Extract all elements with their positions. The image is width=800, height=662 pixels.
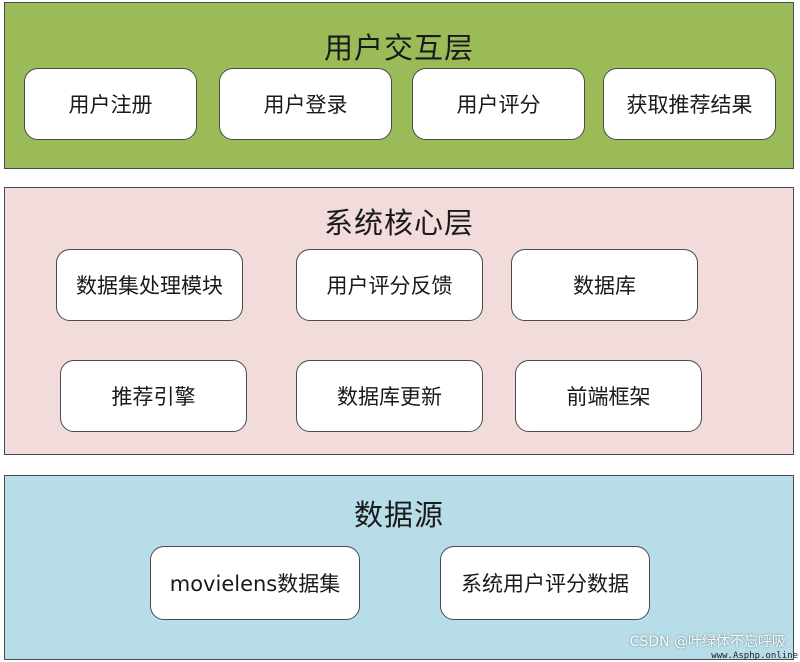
box-dataset-processing-module: 数据集处理模块 [56,249,243,321]
box-user-rating: 用户评分 [412,68,585,140]
site-watermark: www.Asphp.online [711,651,798,661]
box-database: 数据库 [511,249,698,321]
layer-title-data-source: 数据源 [353,498,444,532]
box-user-rating-feedback: 用户评分反馈 [296,249,483,321]
box-database-update: 数据库更新 [296,360,483,432]
data-source-layer: 数据源 movielens数据集 系统用户评分数据 [4,475,794,660]
csdn-watermark: CSDN @叶绿体不忘呼吸 [629,634,786,650]
box-user-login: 用户登录 [219,68,392,140]
layer-title-system-core: 系统核心层 [323,206,474,240]
user-interaction-layer: 用户交互层 用户注册 用户登录 用户评分 获取推荐结果 [4,2,794,169]
system-core-layer: 系统核心层 数据集处理模块 用户评分反馈 数据库 推荐引擎 数据库更新 前端框架 [4,187,794,455]
box-recommendation-engine: 推荐引擎 [60,360,247,432]
box-movielens-dataset: movielens数据集 [150,546,360,620]
box-system-user-rating-data: 系统用户评分数据 [440,546,650,620]
box-get-recommendations: 获取推荐结果 [603,68,776,140]
layer-title-user-interaction: 用户交互层 [323,31,474,65]
box-frontend-framework: 前端框架 [515,360,702,432]
box-user-register: 用户注册 [24,68,197,140]
